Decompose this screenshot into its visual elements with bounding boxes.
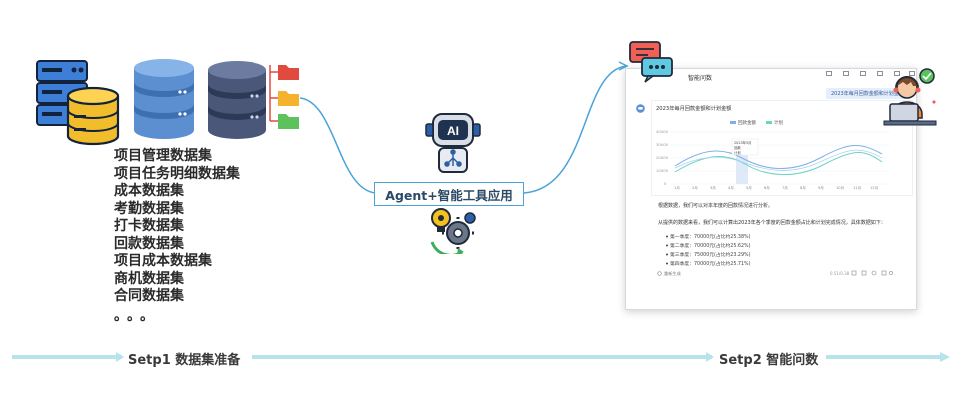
legend-item-2: 计划 bbox=[774, 121, 783, 126]
ai-robot-icon: AI bbox=[425, 113, 481, 173]
feedback-icons[interactable] bbox=[851, 270, 893, 276]
x-tick: 8月 bbox=[800, 186, 806, 190]
dataset-item: 合同数据集 bbox=[114, 288, 184, 304]
gold-database-icon bbox=[66, 86, 120, 146]
dataset-list: 项目管理数据集 项目任务明细数据集 成本数据集 考勤数据集 打卡数据集 回款数据… bbox=[114, 148, 240, 325]
answer-intro: 根据数据，我们可以对本年度的回款情况进行分析。 bbox=[658, 203, 774, 209]
series-line bbox=[674, 149, 883, 171]
tooltip-title: 2023年5月 bbox=[734, 141, 752, 145]
tooltip-row: 回款 bbox=[734, 146, 741, 150]
assistant-avatar-icon bbox=[636, 104, 645, 113]
user-query-bubble: 2023年每月回款金额和计划金额 bbox=[826, 88, 909, 99]
window-icon-button[interactable] bbox=[909, 71, 915, 76]
step1-label: Setp1 数据集准备 bbox=[128, 353, 241, 368]
window-title: 智能问数 bbox=[688, 75, 713, 82]
step2-label: Setp2 智能问数 bbox=[719, 353, 819, 368]
legend-item-1: 回款金额 bbox=[738, 121, 756, 126]
legend-swatch-1 bbox=[730, 121, 736, 124]
x-tick: 5月 bbox=[746, 186, 752, 190]
x-tick: 4月 bbox=[728, 186, 734, 190]
dataset-item: 打卡数据集 bbox=[114, 218, 184, 234]
window-icon-button[interactable] bbox=[877, 71, 883, 76]
dataset-item: 回款数据集 bbox=[114, 235, 184, 252]
answer-bullet: 第三季度：75000元(占比约23.29%) bbox=[670, 253, 751, 258]
refresh-icon[interactable] bbox=[657, 271, 662, 276]
folder-tree-icon bbox=[269, 65, 299, 129]
regenerate-button[interactable]: 重新生成 bbox=[664, 271, 681, 276]
chart-tooltip-box bbox=[731, 138, 759, 156]
mini-line-chart bbox=[670, 131, 890, 185]
answer-lead: 从提供的数据来看，我们可以计算出2023年各个季度的回款金额占比和计划完成情况，… bbox=[658, 220, 886, 226]
y-tick: 40000 bbox=[656, 129, 669, 134]
chart-title: 2023年每月回款金额和计划金额 bbox=[656, 106, 732, 112]
series-line bbox=[674, 144, 883, 169]
window-icon-button[interactable] bbox=[843, 71, 849, 76]
tooltip-row: 计划 bbox=[734, 151, 741, 155]
answer-bullet: 第二季度：70000元(占比约25.62%) bbox=[670, 244, 751, 249]
x-tick: 7月 bbox=[782, 186, 788, 190]
dataset-item: 成本数据集 bbox=[114, 183, 184, 199]
x-tick: 1月 bbox=[674, 186, 680, 190]
robot-face-text: AI bbox=[447, 124, 459, 138]
dataset-item: 考勤数据集 bbox=[114, 200, 184, 217]
series-line bbox=[674, 152, 883, 175]
idea-gear-icon bbox=[430, 208, 476, 254]
y-tick: 20000 bbox=[656, 155, 669, 160]
bullet-dots bbox=[666, 235, 668, 265]
x-tick: 6月 bbox=[764, 186, 770, 190]
x-tick: 3月 bbox=[710, 186, 716, 190]
chat-bubble-icon bbox=[629, 41, 673, 83]
x-tick: 2月 bbox=[692, 186, 698, 190]
blue-database-icon bbox=[134, 59, 194, 139]
window-icon-button[interactable] bbox=[860, 71, 866, 76]
dataset-item: 项目成本数据集 bbox=[114, 253, 212, 269]
navy-database-icon bbox=[208, 61, 266, 139]
step-arrow-track bbox=[12, 352, 950, 362]
y-tick: 30000 bbox=[656, 142, 669, 147]
dataset-ellipsis: 。。。 bbox=[114, 307, 160, 324]
answer-bullet: 第一季度：70000元(占比约25.38%) bbox=[670, 235, 751, 240]
x-tick: 10月 bbox=[836, 186, 845, 190]
connector-right bbox=[523, 65, 627, 194]
x-tick: 11月 bbox=[853, 186, 862, 190]
window-icon-button[interactable] bbox=[826, 71, 832, 76]
connector-left bbox=[299, 97, 377, 194]
legend-swatch-2 bbox=[766, 121, 772, 124]
person-at-laptop-icon bbox=[883, 68, 937, 126]
dataset-item: 商机数据集 bbox=[114, 270, 184, 287]
y-tick: 10000 bbox=[656, 168, 669, 173]
agent-tool-label: Agent+智能工具应用 bbox=[374, 182, 524, 206]
window-icon-button[interactable] bbox=[894, 71, 900, 76]
x-tick: 12月 bbox=[870, 186, 879, 190]
y-tick: 0 bbox=[664, 181, 667, 186]
response-meta: 0.51/0.38 bbox=[830, 271, 850, 276]
dataset-item: 项目任务明细数据集 bbox=[114, 165, 240, 182]
dataset-item: 项目管理数据集 bbox=[114, 148, 212, 164]
x-tick: 9月 bbox=[818, 186, 824, 190]
answer-bullet: 第四季度：70000元(占比约25.71%) bbox=[670, 262, 751, 267]
